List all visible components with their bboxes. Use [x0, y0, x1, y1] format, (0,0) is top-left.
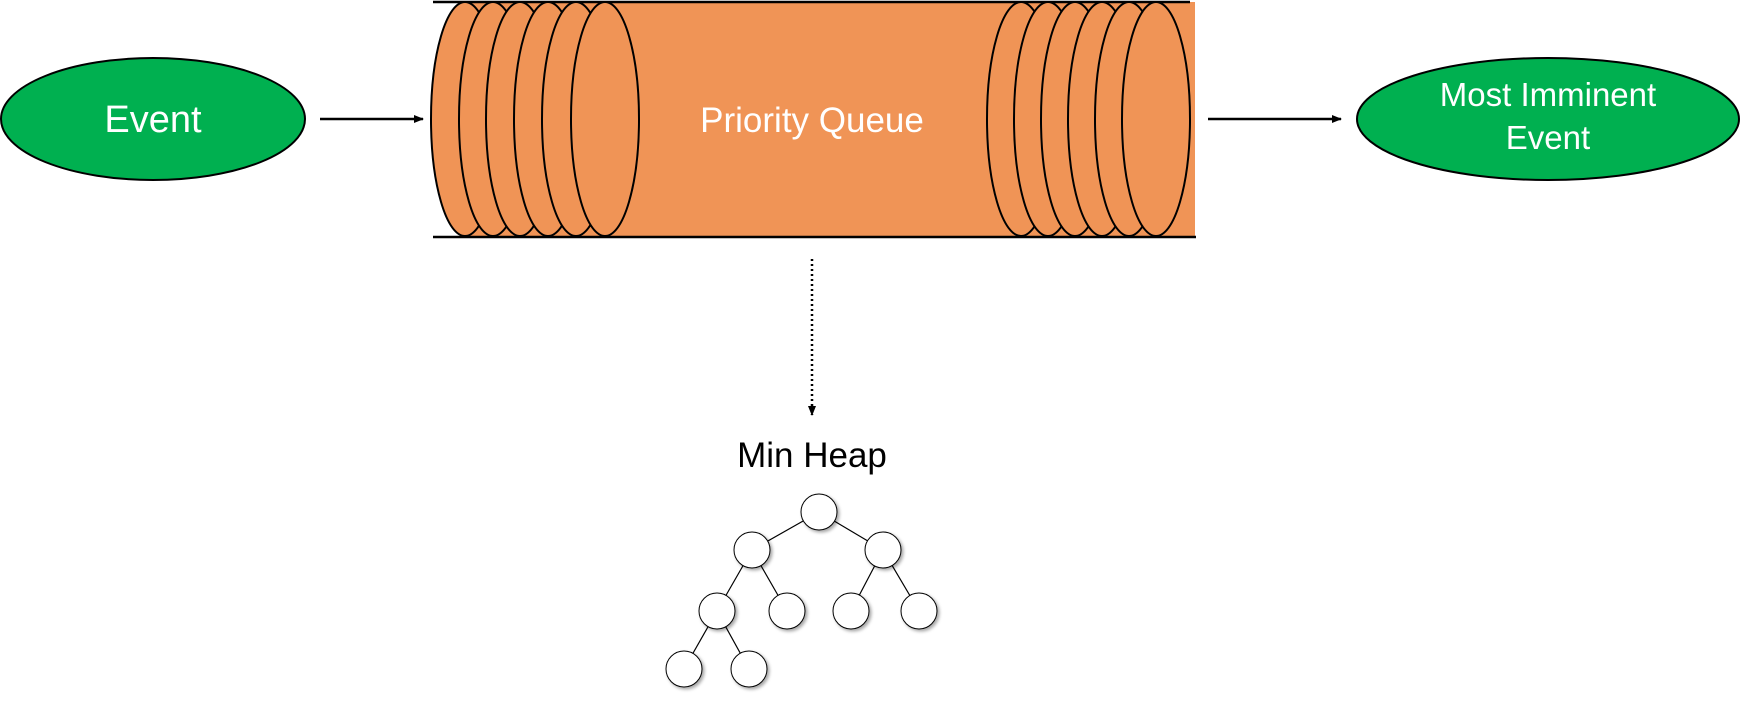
heap-node-6: [832, 592, 870, 630]
heap-node-3: [864, 531, 902, 569]
most-imminent-event-label: Most Imminent Event: [1365, 74, 1731, 160]
min-heap-label: Min Heap: [737, 436, 887, 475]
queue-left-rings: [430, 1, 640, 237]
queue-right-rings: [986, 1, 1191, 237]
min-heap-tree: [665, 493, 938, 688]
event-label: Event: [104, 99, 202, 141]
queue-ring-right-6: [1121, 1, 1191, 237]
heap-node-2: [733, 531, 771, 569]
event-node: [0, 57, 306, 181]
heap-node-8: [665, 650, 703, 688]
most-imminent-event-node: [1356, 57, 1740, 181]
heap-node-1: [800, 493, 838, 531]
most-imminent-event-label-line1: Most Imminent: [1439, 76, 1657, 113]
queue-ring-left-6: [570, 1, 640, 237]
heap-node-9: [730, 650, 768, 688]
heap-node-5: [768, 592, 806, 630]
most-imminent-event-label-line2: Event: [1505, 118, 1591, 156]
heap-node-7: [900, 592, 938, 630]
heap-node-4: [698, 592, 736, 630]
priority-queue-label: Priority Queue: [700, 101, 924, 140]
priority-queue-node: [430, 0, 1196, 239]
